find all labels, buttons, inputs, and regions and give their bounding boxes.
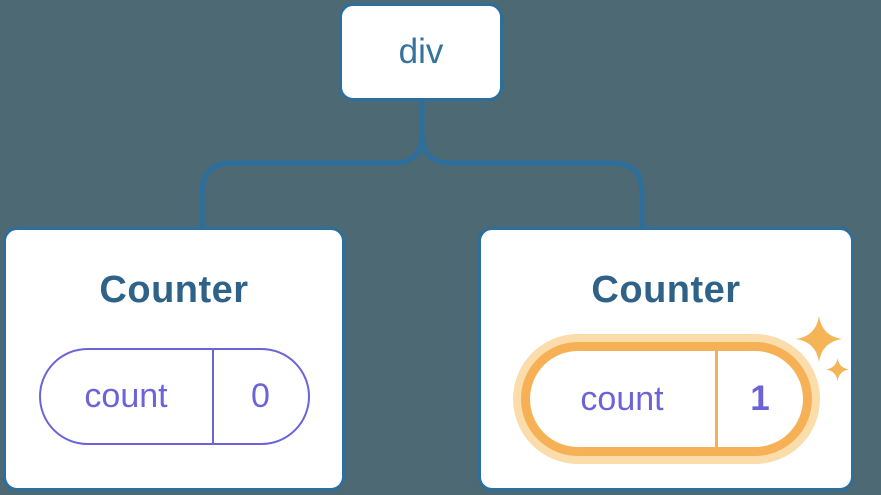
sparkle-icon xyxy=(796,316,842,362)
state-pill: count 0 xyxy=(38,348,310,445)
component-title: Counter xyxy=(99,269,249,311)
component-card-counter-right: Counter count 1 xyxy=(478,227,854,491)
state-label: count xyxy=(41,350,214,443)
state-label: count xyxy=(530,351,718,447)
state-pill-highlighted: count 1 xyxy=(520,342,812,456)
state-value: 0 xyxy=(251,377,270,415)
sparkle-icon xyxy=(826,358,849,381)
component-title: Counter xyxy=(591,269,741,311)
state-pill-highlight-halo: count 1 xyxy=(512,334,820,464)
tree-node-div: div xyxy=(339,3,503,101)
state-value: 1 xyxy=(750,379,770,418)
component-card-counter-left: Counter count 0 xyxy=(3,227,345,491)
tree-node-label: div xyxy=(398,32,444,71)
